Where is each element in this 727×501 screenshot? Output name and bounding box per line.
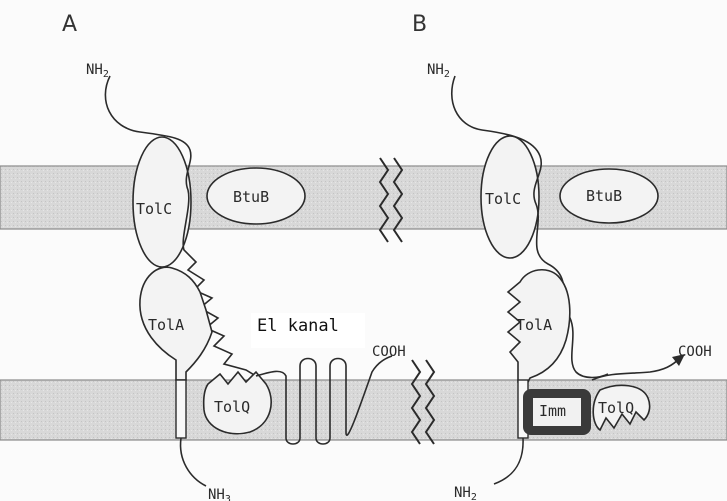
panel-b-letter: B xyxy=(412,12,427,37)
panel-a-btub-label: BtuB xyxy=(233,188,269,206)
panel-a-nh2-top: NH2 xyxy=(86,62,109,80)
panel-b-imm-label: Imm xyxy=(539,402,566,420)
panel-a-tolc-label: TolC xyxy=(136,200,172,218)
panel-b-cooh-chain xyxy=(592,358,680,380)
panel-b-bottom-chain xyxy=(494,438,523,484)
panel-b-cooh: COOH xyxy=(678,344,712,360)
panel-a-tola-label: TolA xyxy=(148,316,184,334)
panel-b-btub-label: BtuB xyxy=(586,187,622,205)
panel-b-tola-label: TolA xyxy=(516,316,552,334)
panel-b-nh2-bottom: NH2 xyxy=(454,485,477,501)
panel-a-nh3-bottom: NH3 xyxy=(208,487,231,501)
panel-b-tolc-label: TolC xyxy=(485,190,521,208)
panel-a-tola-stalk xyxy=(176,380,186,438)
panel-a-bottom-chain xyxy=(181,438,206,486)
panel-a-cooh: COOH xyxy=(372,344,406,360)
panel-a-letter: A xyxy=(62,12,77,37)
panel-b-tolq-label: TolQ xyxy=(598,399,634,417)
channel-label: El kanal xyxy=(257,316,339,336)
panel-a-tolq-label: TolQ xyxy=(214,398,250,416)
panel-b-nh2-top: NH2 xyxy=(427,62,450,80)
